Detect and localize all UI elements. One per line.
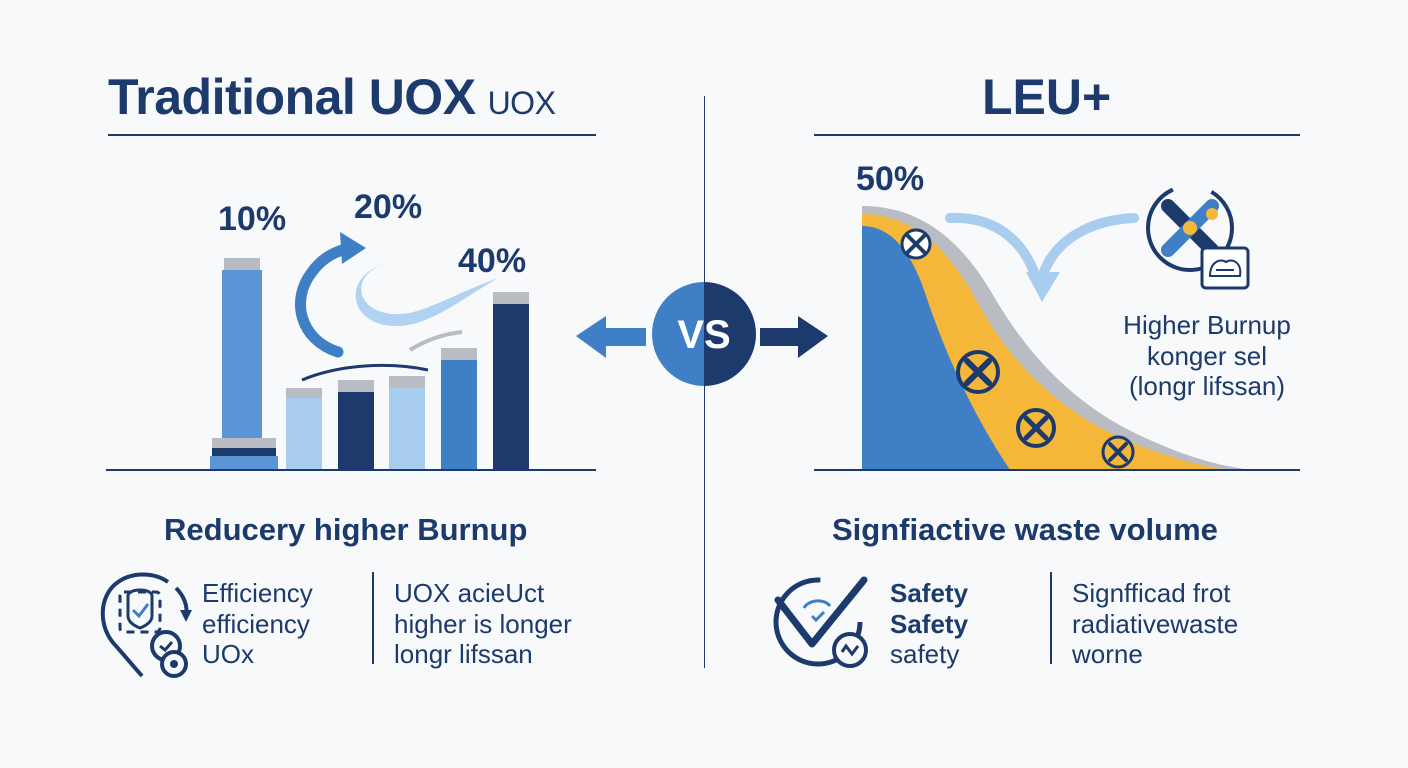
document-icon [1200, 246, 1250, 290]
chimney-base-band [212, 438, 276, 448]
right-callout-line-1: Higher Burnup [1123, 310, 1291, 340]
small-arc-decoration [301, 363, 429, 382]
fan-icon-3 [1016, 408, 1056, 448]
light-curved-arrow-icon-2 [1039, 213, 1139, 277]
right-col2-line-1: Signfficad frot [1072, 578, 1231, 608]
right-col1-line-1: Safety [890, 578, 969, 608]
left-pct-10: 10% [218, 200, 287, 238]
left-pct-20: 20% [354, 188, 423, 226]
right-heading: Signfiactive waste volume [832, 512, 1218, 547]
efficiency-icon [100, 572, 192, 678]
chimney-cap [224, 258, 260, 270]
bar-1 [286, 398, 322, 470]
vs-circle-right [704, 282, 756, 386]
left-pct-40: 40% [458, 242, 527, 280]
vs-label: VS [677, 313, 730, 357]
right-callout-line-3: (longr lifssan) [1128, 371, 1286, 402]
left-col1-line-3: UOx [202, 639, 254, 670]
vs-circle-left [652, 282, 704, 386]
chimney-base-navy [212, 448, 276, 456]
right-title: LEU+ [982, 69, 1112, 125]
curved-arrow-head-icon [340, 232, 366, 264]
safety-check-icon [773, 576, 868, 668]
fan-icon-1 [900, 228, 932, 260]
bar-3 [389, 388, 425, 470]
left-heading: Reducery higher Burnup [164, 512, 528, 547]
bar-2 [338, 392, 374, 470]
bar-3-cap [389, 376, 425, 388]
gray-arc-decoration [408, 330, 463, 352]
left-title: Traditional UOX UOX [108, 69, 556, 125]
fan-icon-2 [956, 350, 1000, 394]
right-arrow-icon [760, 316, 828, 358]
chimney-column [222, 270, 262, 438]
right-col1-line-3: safety [890, 639, 960, 670]
right-title-rule [814, 134, 1300, 136]
right-col2-line-3: worne [1072, 639, 1143, 670]
reactor-fan-icon [1146, 184, 1234, 272]
bar-1-cap [286, 388, 322, 398]
bar-5 [493, 304, 529, 470]
left-col1-line-2: efficiency [202, 608, 310, 639]
right-callout-line-2: konger sel [1147, 340, 1267, 371]
chimney-base-foot [210, 456, 278, 470]
light-curved-arrow-icon [945, 212, 1039, 277]
right-col2-line-2: radiativewaste [1072, 608, 1239, 639]
blue-area [862, 226, 1010, 470]
right-callout: Higher Burnup konger sel (longr lifssan) [1118, 310, 1296, 402]
left-title-suffix: UOX [487, 85, 556, 121]
light-arrow-head-icon [1026, 272, 1060, 302]
left-col2: UOX acieUct higher is longer longr lifss… [394, 578, 572, 670]
bar-5-cap [493, 292, 529, 304]
left-col2-line-3: longr lifssan [394, 639, 533, 670]
bar-4 [441, 360, 477, 470]
left-arrow-icon [576, 316, 646, 358]
curved-arrow-icon [295, 243, 352, 358]
right-pct-50: 50% [856, 160, 925, 198]
left-title-main: Traditional UOX [108, 69, 476, 125]
swoosh-decoration [355, 262, 498, 326]
left-title-rule [108, 134, 596, 136]
left-col2-line-1: UOX acieUct [394, 578, 545, 608]
right-divider [1050, 572, 1052, 664]
bar-2-cap [338, 380, 374, 392]
bar-4-cap [441, 348, 477, 360]
left-col1-line-1: Efficiency [202, 578, 313, 608]
right-col1-line-2: Safety [890, 608, 969, 639]
right-col2: Signfficad frot radiativewaste worne [1072, 578, 1238, 670]
right-col1: Safety Safety safety [890, 578, 968, 670]
left-divider [372, 572, 374, 664]
left-col2-line-2: higher is longer [394, 608, 572, 639]
fan-icon-4 [1101, 435, 1135, 469]
left-col1: Efficiency efficiency UOx [202, 578, 313, 670]
